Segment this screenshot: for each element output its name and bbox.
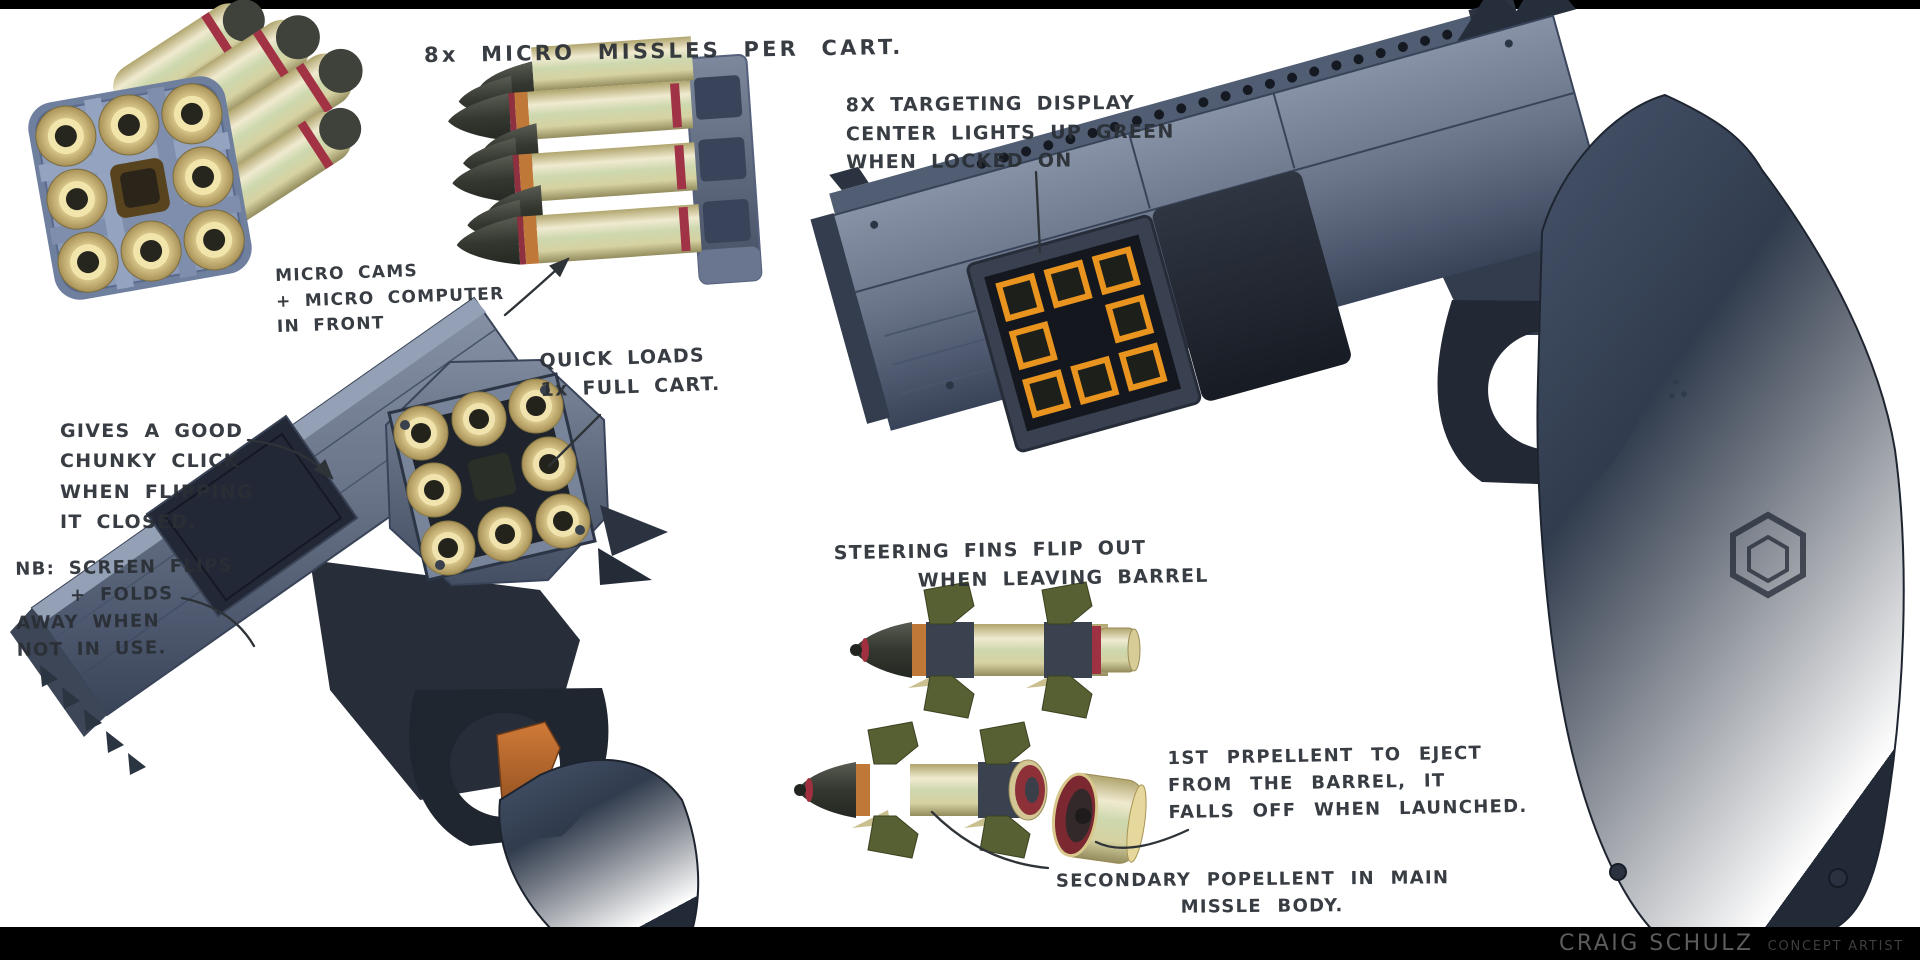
targeting-display-cell bbox=[1091, 246, 1141, 296]
targeting-display-cell bbox=[1118, 342, 1168, 392]
missile-cartridge-rear-view bbox=[28, 0, 363, 300]
muzzle-face bbox=[10, 608, 107, 737]
note-micro-cams: MICRO CAMS + MICRO COMPUTER IN FRONT bbox=[274, 261, 505, 337]
top-rib bbox=[829, 5, 1515, 217]
cylinder-shroud bbox=[1152, 171, 1351, 401]
grip-hex-badge bbox=[1730, 511, 1806, 599]
front-sight bbox=[829, 166, 869, 191]
note-targeting-display: 8X TARGETING DISPLAY CENTER LIGHTS UP GR… bbox=[845, 91, 1175, 174]
cartridge-rear-face bbox=[28, 76, 252, 300]
targeting-display-cell bbox=[1105, 294, 1155, 344]
annotation-lines bbox=[180, 170, 1190, 870]
vent-serrations bbox=[976, 29, 1453, 169]
grip bbox=[1536, 93, 1905, 939]
targeting-display-cell bbox=[995, 272, 1045, 323]
missile-body bbox=[794, 721, 1048, 859]
targeting-display-cell bbox=[1022, 369, 1072, 419]
grip bbox=[498, 759, 700, 939]
note-quick-loads: QUICK LOADS 1x FULL CART. bbox=[539, 344, 721, 401]
targeting-display-cells bbox=[995, 246, 1168, 419]
quick-loads-pointer-line bbox=[547, 413, 602, 468]
note-screen-folds: NB: SCREEN FLIPS + FOLDS AWAY WHEN NOT I… bbox=[15, 555, 234, 661]
muzzle-face bbox=[810, 213, 891, 424]
steering-fins bbox=[923, 581, 1093, 719]
muzzle-serrations bbox=[40, 665, 146, 775]
first-propellent-pointer-line bbox=[1094, 828, 1190, 849]
targeting-pointer-line bbox=[1034, 170, 1042, 254]
artist-role: CONCEPT ARTIST bbox=[1767, 939, 1904, 954]
loading-port-rounds bbox=[393, 378, 591, 576]
note-chunky-click: GIVES A GOOD CHUNKY CLICK WHEN FLIPPING … bbox=[60, 420, 254, 534]
secondary-propellent-pointer-line bbox=[930, 810, 1050, 870]
missile-cartridge-side-view bbox=[448, 36, 763, 285]
cartridge-side-rows bbox=[448, 36, 702, 265]
targeting-display-cell bbox=[1070, 355, 1120, 406]
steering-fins bbox=[867, 721, 1031, 859]
nose-cone bbox=[853, 622, 912, 678]
targeting-display-cell bbox=[1043, 259, 1093, 309]
missile-fins-deployed bbox=[850, 581, 1141, 719]
bottom-letterbox-bar: CRAIG SCHULZ CONCEPT ARTIST bbox=[0, 927, 1920, 960]
hammer-spur bbox=[1456, 0, 1577, 43]
chunky-click-arrow bbox=[246, 438, 334, 480]
note-first-propellent: 1ST PRPELLENT TO EJECT FROM THE BARREL, … bbox=[1167, 742, 1528, 824]
propellent-case bbox=[1052, 772, 1147, 864]
targeting-display-cell bbox=[1008, 320, 1058, 371]
screen-folds-pointer-line bbox=[180, 596, 256, 648]
note-steering-fins: STEERING FINS FLIP OUT WHEN LEAVING BARR… bbox=[833, 536, 1209, 593]
micro-cams-arrow bbox=[503, 257, 570, 317]
cartridge-rear-rounds bbox=[35, 83, 245, 293]
top-letterbox-bar bbox=[0, 0, 1920, 9]
targeting-display bbox=[966, 214, 1202, 453]
artist-name: CRAIG SCHULZ bbox=[1558, 931, 1754, 956]
note-secondary-propellent: SECONDARY POPELLENT IN MAIN MISSLE BODY. bbox=[1055, 867, 1450, 919]
revolver-side-view bbox=[810, 0, 1905, 939]
missile-with-propellent-case bbox=[794, 721, 1147, 864]
revolver-open-view bbox=[10, 296, 700, 939]
hammer-spur bbox=[600, 505, 668, 556]
